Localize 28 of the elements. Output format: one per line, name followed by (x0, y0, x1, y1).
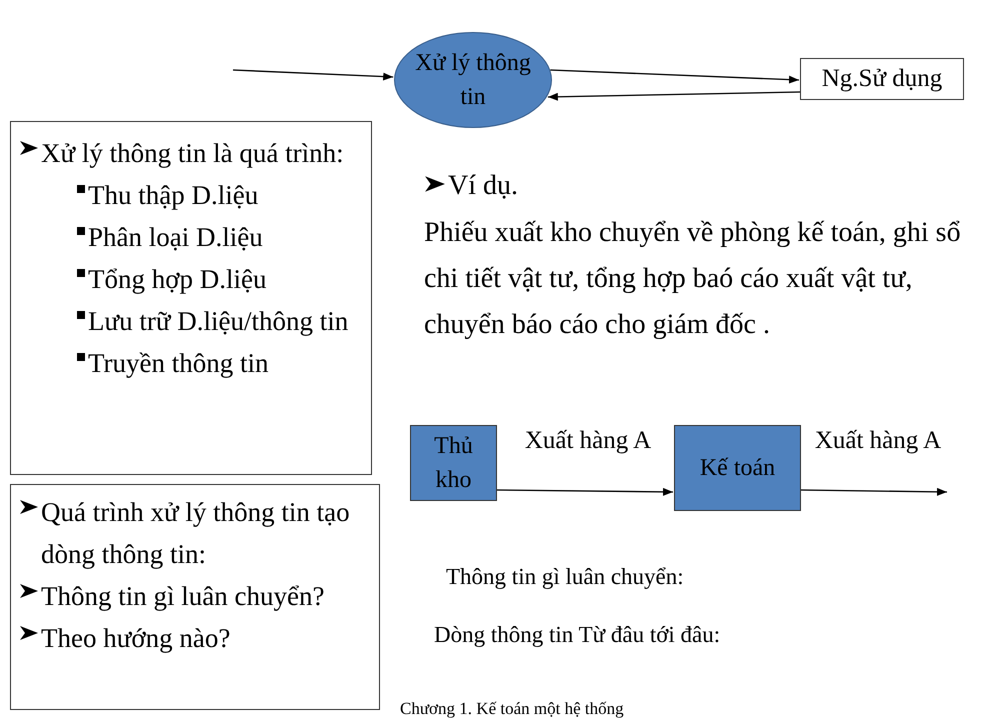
arrow (801, 488, 947, 496)
list-item: Theo hướng nào? (41, 622, 230, 655)
node-label: Ng.Sử dụng (822, 64, 942, 94)
arrow (550, 69, 800, 84)
list-item: Truyền thông tin (88, 347, 269, 380)
arrow (497, 488, 673, 496)
question-text: Thông tin gì luân chuyển: (446, 563, 685, 591)
node-label: Kế toán (700, 454, 776, 483)
list-item: Phân loại D.liệu (88, 221, 263, 254)
text-box (10, 121, 372, 475)
process-box (674, 425, 801, 511)
list-item: Quá trình xử lý thông tin tạo dòng thông tin: (41, 496, 351, 571)
question-text: Dòng thông tin Từ đâu tới đâu: (434, 621, 722, 649)
process-box (410, 425, 497, 501)
arrow (232, 69, 394, 81)
footer-text: Chương 1. Kế toán một hệ thống (400, 698, 625, 720)
text-box (10, 484, 380, 710)
arrow (548, 91, 800, 101)
list-item: Thông tin gì luân chuyển? (41, 580, 324, 613)
list-item: Xử lý thông tin là quá trình: (41, 137, 344, 170)
list-item: Lưu trữ D.liệu/thông tin (88, 305, 348, 338)
node-label: Xử lý thông tin (414, 49, 532, 112)
node-label: Thủ kho (433, 432, 474, 495)
list-item: Thu thập D.liệu (88, 179, 258, 212)
list-item: Tổng hợp D.liệu (88, 263, 267, 296)
paragraph-text: Phiếu xuất kho chuyển về phòng kế toán, ghi sổ chi tiết vật tư, tổng hợp baó cáo xuất vật tư, chuyển báo cáo cho giám đốc . (424, 216, 962, 342)
heading-text: Ví dụ. (448, 169, 518, 203)
entity-box (800, 58, 964, 100)
